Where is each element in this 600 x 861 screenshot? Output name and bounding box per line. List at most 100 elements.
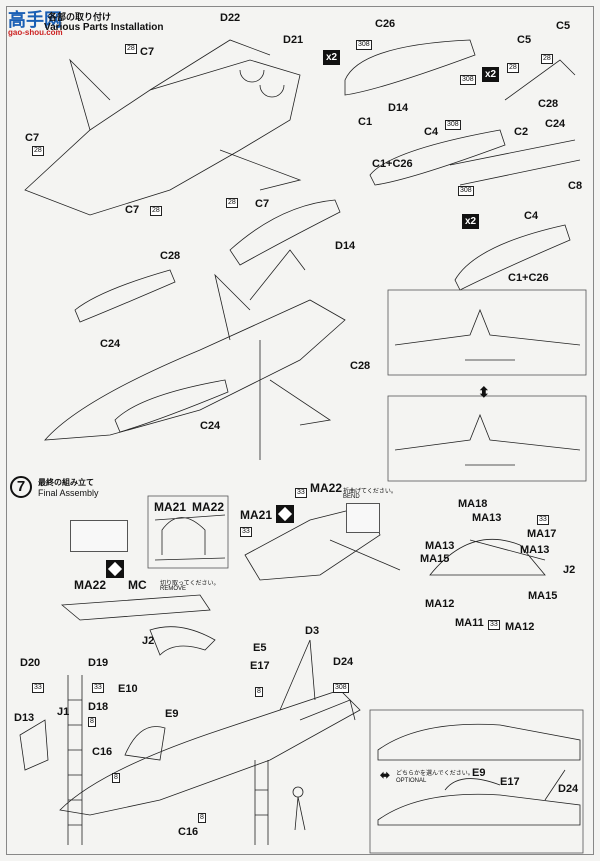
paint-number: 28 xyxy=(541,54,553,64)
part-label: E17 xyxy=(500,776,520,788)
part-label: D24 xyxy=(333,656,354,668)
part-label: C28 xyxy=(538,98,559,110)
paint-number: 308 xyxy=(458,186,474,196)
paint-number: 8 xyxy=(198,813,206,823)
part-label: MA18 xyxy=(458,498,488,510)
part-label: C24 xyxy=(100,338,121,350)
paint-number: 8 xyxy=(88,717,96,727)
part-label: E5 xyxy=(253,642,267,654)
section-title-en: Various Parts Installation xyxy=(44,22,164,33)
part-label: MA21 xyxy=(240,508,273,522)
paint-number: 308 xyxy=(356,40,372,50)
part-label: C2 xyxy=(514,126,529,138)
part-label: C4 xyxy=(524,210,539,222)
optional-arrow-icon: ⬍ xyxy=(478,384,490,400)
quantity-x2-badge: x2 xyxy=(323,50,341,65)
part-label: E9 xyxy=(472,767,486,779)
part-label: D19 xyxy=(88,657,109,669)
paint-number: 8 xyxy=(112,773,120,783)
part-label: D20 xyxy=(20,657,41,669)
part-label: E17 xyxy=(250,660,270,672)
bend-note-jp: 折曲げてください。 xyxy=(343,489,397,495)
page-frame xyxy=(6,6,594,855)
paint-number: 28 xyxy=(32,146,44,156)
optional-note-jp: どちらかを選んでください。 xyxy=(396,771,474,777)
part-label: C16 xyxy=(178,826,199,838)
paint-number: 33 xyxy=(488,620,500,630)
part-label: J1 xyxy=(57,706,70,718)
part-label: MA12 xyxy=(425,598,455,610)
part-label: MA12 xyxy=(505,621,535,633)
part-label: MC xyxy=(128,578,147,592)
paint-number: 33 xyxy=(92,683,104,693)
part-label: C1+C26 xyxy=(372,158,413,170)
part-label: C4 xyxy=(424,126,439,138)
quantity-x2-badge: x2 xyxy=(482,67,500,82)
part-label: C7 xyxy=(140,46,155,58)
quantity-x2-badge: x2 xyxy=(462,214,480,229)
part-label: MA13 xyxy=(520,544,550,556)
part-label: D14 xyxy=(335,240,356,252)
part-label: C7 xyxy=(25,132,40,144)
part-label: D3 xyxy=(305,625,320,637)
step-title-jp: 最終の組み立て xyxy=(38,478,94,487)
paint-number: 28 xyxy=(226,198,238,208)
part-label: C24 xyxy=(545,118,566,130)
cement-marker-icon xyxy=(106,560,124,578)
site-logo-url: gao-shou.com xyxy=(8,28,63,37)
paint-number: 28 xyxy=(507,63,519,73)
part-label: MA22 xyxy=(310,481,343,495)
part-label: MA13 xyxy=(425,540,455,552)
step-title-en: Final Assembly xyxy=(38,488,99,498)
part-label: C7 xyxy=(125,204,140,216)
part-label: C26 xyxy=(375,18,396,30)
paint-number: 8 xyxy=(255,687,263,697)
part-label: C24 xyxy=(200,420,221,432)
bend-detail-box xyxy=(346,503,380,533)
part-label: MA22 xyxy=(192,500,225,514)
part-label: C28 xyxy=(160,250,181,262)
optional-arrow-icon: ⬌ xyxy=(380,768,391,782)
step-number: 7 xyxy=(10,476,32,498)
remove-note-en: REMOVE xyxy=(160,586,187,592)
part-label: D21 xyxy=(283,34,304,46)
part-label: MA21 xyxy=(154,500,187,514)
part-label: C5 xyxy=(517,34,532,46)
part-label: MA11 xyxy=(455,617,484,629)
part-label: E9 xyxy=(165,708,179,720)
part-label: D22 xyxy=(220,12,241,24)
paint-number: 33 xyxy=(32,683,44,693)
part-label: D13 xyxy=(14,712,35,724)
paint-number: 33 xyxy=(537,515,549,525)
part-label: MA13 xyxy=(472,512,502,524)
section-title-jp: 各部の取り付け xyxy=(48,12,112,22)
part-label: J2 xyxy=(563,564,576,576)
part-label: D18 xyxy=(88,701,109,713)
part-label: D24 xyxy=(558,783,579,795)
bend-note-en: BEND xyxy=(343,494,360,500)
part-label: C1 xyxy=(358,116,373,128)
part-label: D14 xyxy=(388,102,409,114)
part-label: MA22 xyxy=(74,578,107,592)
part-label: C16 xyxy=(92,746,113,758)
part-label: C5 xyxy=(556,20,571,32)
optional-note-en: OPTIONAL xyxy=(396,778,427,784)
part-label: C1+C26 xyxy=(508,272,549,284)
paint-number: 33 xyxy=(240,527,252,537)
part-label: MA17 xyxy=(527,528,557,540)
remove-note-jp: 切り取ってください。 xyxy=(160,581,220,587)
paint-number: 308 xyxy=(333,683,349,693)
paint-number: 28 xyxy=(125,44,137,54)
paint-number: 308 xyxy=(445,120,461,130)
part-label: C28 xyxy=(350,360,371,372)
paint-number: 308 xyxy=(460,75,476,85)
part-label: J2 xyxy=(142,635,155,647)
part-label: MA15 xyxy=(420,553,450,565)
cement-marker-icon xyxy=(276,505,294,523)
part-label: C7 xyxy=(255,198,270,210)
site-logo: 高手网 xyxy=(8,10,62,30)
paint-number: 33 xyxy=(295,488,307,498)
decal-detail-box xyxy=(70,520,128,552)
part-label: E10 xyxy=(118,683,138,695)
